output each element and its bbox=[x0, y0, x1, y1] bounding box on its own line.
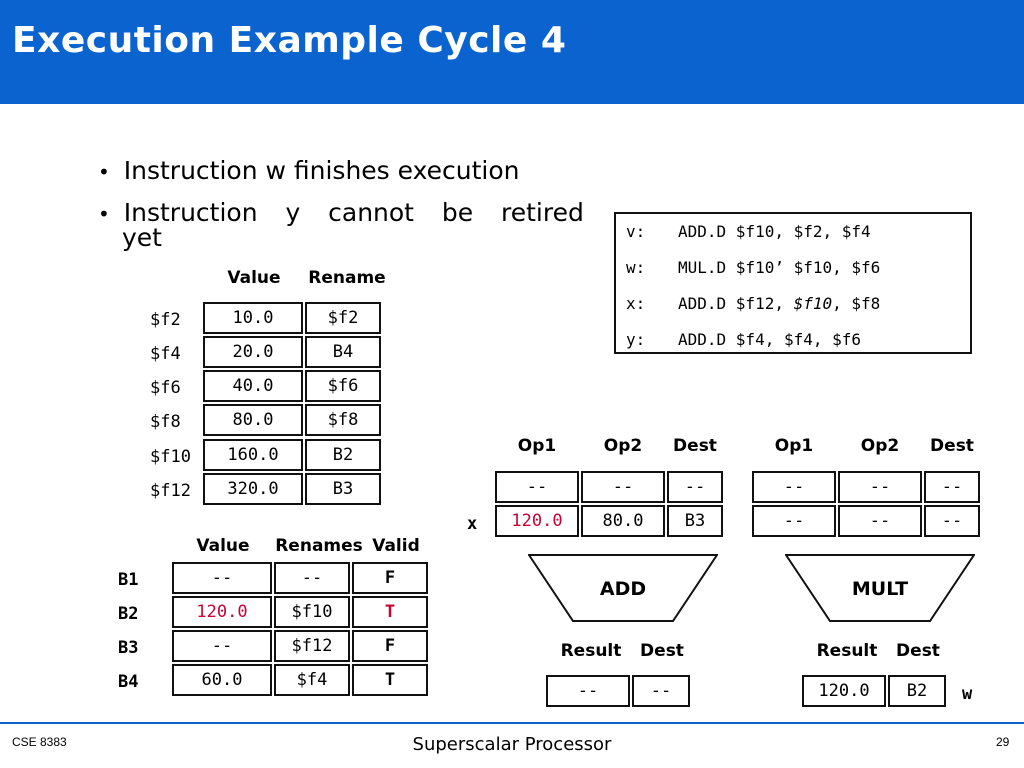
instruction-line: y: ADD.D $f4, $f4, $f6 bbox=[626, 330, 861, 349]
bullet-2-text: Instruction y cannot be retired bbox=[123, 198, 584, 227]
regfile-value: 80.0 bbox=[203, 404, 303, 436]
regfile-value: 160.0 bbox=[203, 439, 303, 471]
rob-value: 60.0 bbox=[172, 664, 272, 696]
instruction-line: v: ADD.D $f10, $f2, $f4 bbox=[626, 222, 871, 241]
add-rs-op2: 80.0 bbox=[581, 505, 665, 537]
instruction-list: v: ADD.D $f10, $f2, $f4 w: MUL.D $f10’ $f1… bbox=[614, 212, 972, 354]
regfile-rename: $f8 bbox=[305, 404, 381, 436]
regfile-header-rename: Rename bbox=[308, 268, 386, 288]
mult-result-value: 120.0 bbox=[802, 675, 886, 707]
mult-header-op1: Op1 bbox=[774, 436, 814, 456]
instruction-code: MUL.D $f10’ $f10, $f6 bbox=[678, 258, 881, 277]
rob-valid: F bbox=[352, 630, 428, 662]
add-header-dest: Dest bbox=[673, 436, 717, 456]
rob-value: 120.0 bbox=[172, 596, 272, 628]
instruction-line: x: ADD.D $f12, $f10, $f8 bbox=[626, 294, 880, 313]
add-header-op1: Op1 bbox=[517, 436, 557, 456]
instruction-label: v: bbox=[626, 222, 646, 241]
mult-result-tag: w bbox=[962, 684, 973, 704]
rob-rename: -- bbox=[274, 562, 350, 594]
instruction-label: y: bbox=[626, 330, 646, 349]
add-header-op2: Op2 bbox=[603, 436, 643, 456]
mult-rs-dest: -- bbox=[924, 505, 980, 537]
rob-header-value: Value bbox=[196, 536, 250, 556]
footer-divider bbox=[0, 722, 1024, 724]
add-result-dest: -- bbox=[632, 675, 690, 707]
mult-header-op2: Op2 bbox=[860, 436, 900, 456]
mult-unit-label: MULT bbox=[851, 578, 909, 600]
regfile-reg: $f8 bbox=[150, 412, 181, 432]
regfile-reg: $f4 bbox=[150, 344, 181, 364]
mult-header-dest: Dest bbox=[930, 436, 974, 456]
mult-rs-op2: -- bbox=[838, 471, 922, 503]
instruction-code: ADD.D $f4, $f4, $f6 bbox=[678, 330, 862, 349]
add-rs-op1: -- bbox=[495, 471, 579, 503]
regfile-reg: $f6 bbox=[150, 378, 181, 398]
mult-result-dest-header: Dest bbox=[896, 641, 940, 661]
rob-header-renames: Renames bbox=[275, 536, 363, 556]
rob-id: B2 bbox=[118, 604, 139, 624]
regfile-rename: $f2 bbox=[305, 302, 381, 334]
add-rs-op2: -- bbox=[581, 471, 665, 503]
regfile-rename: B4 bbox=[305, 336, 381, 368]
rob-valid: T bbox=[352, 596, 428, 628]
mult-rs-dest: -- bbox=[924, 471, 980, 503]
add-rs-dest: B3 bbox=[667, 505, 723, 537]
regfile-reg: $f2 bbox=[150, 310, 181, 330]
add-result-header: Result bbox=[560, 641, 622, 661]
regfile-header-value: Value bbox=[227, 268, 281, 288]
rob-header-valid: Valid bbox=[372, 536, 420, 556]
add-unit-shape bbox=[528, 554, 718, 622]
add-rs-dest: -- bbox=[667, 471, 723, 503]
mult-rs-op2: -- bbox=[838, 505, 922, 537]
bullet-dot: • bbox=[98, 160, 110, 184]
instruction-code-italic: $f10 bbox=[793, 294, 833, 313]
add-unit-label: ADD bbox=[599, 578, 647, 600]
mult-result-dest: B2 bbox=[888, 675, 946, 707]
bullet-1-text: Instruction w finishes execution bbox=[123, 156, 520, 185]
bullet-2-continuation: yet bbox=[122, 223, 162, 252]
mult-rs-op1: -- bbox=[752, 471, 836, 503]
regfile-value: 320.0 bbox=[203, 473, 303, 505]
rob-rename: $f10 bbox=[274, 596, 350, 628]
bullet-1: • Instruction w finishes execution bbox=[98, 156, 519, 185]
instruction-code: ADD.D $f10, $f2, $f4 bbox=[678, 222, 871, 241]
instruction-label: w: bbox=[626, 258, 646, 277]
regfile-value: 40.0 bbox=[203, 370, 303, 402]
regfile-value: 10.0 bbox=[203, 302, 303, 334]
rob-valid: T bbox=[352, 664, 428, 696]
add-result-dest-header: Dest bbox=[640, 641, 684, 661]
rob-id: B4 bbox=[118, 672, 139, 692]
instruction-code: , $f8 bbox=[832, 294, 881, 313]
mult-unit-shape bbox=[785, 554, 975, 622]
rob-rename: $f4 bbox=[274, 664, 350, 696]
footer-page-number: 29 bbox=[996, 735, 1010, 749]
add-rs-tag: x bbox=[467, 514, 478, 534]
bullet-dot: • bbox=[98, 202, 110, 226]
rob-value: -- bbox=[172, 562, 272, 594]
instruction-line: w: MUL.D $f10’ $f10, $f6 bbox=[626, 258, 880, 277]
rob-id: B3 bbox=[118, 638, 139, 658]
rob-valid: F bbox=[352, 562, 428, 594]
slide-title: Execution Example Cycle 4 bbox=[12, 20, 567, 61]
mult-rs-op1: -- bbox=[752, 505, 836, 537]
rob-id: B1 bbox=[118, 570, 139, 590]
rob-value: -- bbox=[172, 630, 272, 662]
regfile-rename: B2 bbox=[305, 439, 381, 471]
regfile-reg: $f12 bbox=[150, 481, 191, 501]
regfile-rename: B3 bbox=[305, 473, 381, 505]
title-bar bbox=[0, 0, 1024, 104]
instruction-label: x: bbox=[626, 294, 646, 313]
bullet-2: • Instruction y cannot be retired yet bbox=[98, 198, 588, 252]
rob-rename: $f12 bbox=[274, 630, 350, 662]
mult-result-header: Result bbox=[816, 641, 878, 661]
add-result-value: -- bbox=[546, 675, 630, 707]
regfile-value: 20.0 bbox=[203, 336, 303, 368]
regfile-rename: $f6 bbox=[305, 370, 381, 402]
add-rs-op1: 120.0 bbox=[495, 505, 579, 537]
instruction-code: ADD.D $f12, bbox=[678, 294, 794, 313]
footer-title: Superscalar Processor bbox=[412, 734, 612, 755]
regfile-reg: $f10 bbox=[150, 447, 191, 467]
footer-course: CSE 8383 bbox=[12, 735, 67, 749]
